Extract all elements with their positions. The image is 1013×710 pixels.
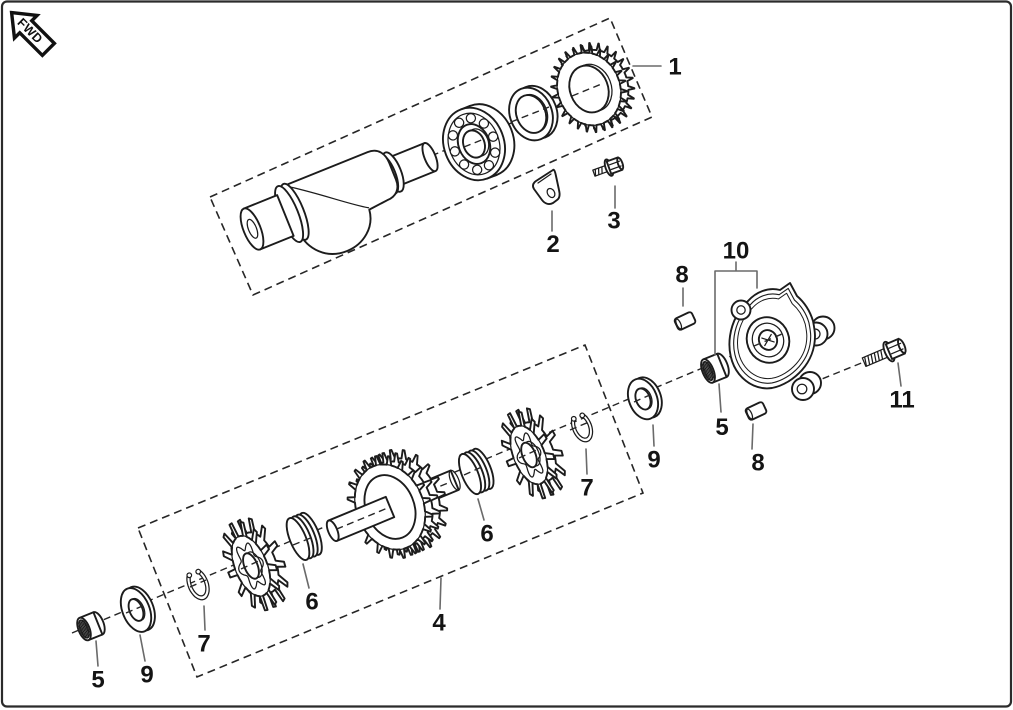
flange-bolt-large [861, 337, 907, 368]
leader-5-left [95, 640, 99, 667]
leader-11 [897, 362, 902, 387]
leader-7-left [203, 605, 206, 631]
callout-6-left: 6 [305, 589, 318, 616]
circlip-left [186, 568, 210, 601]
wave-spring-left [285, 511, 323, 561]
dowel-pin-bottom [744, 401, 768, 421]
leader-5-right [718, 383, 722, 413]
leader-7-right [585, 448, 588, 475]
callout-7-left: 7 [197, 631, 210, 658]
callout-5-left: 5 [91, 667, 104, 694]
flange-bolt-small [592, 156, 625, 177]
circlip-right [570, 412, 594, 443]
callout-11: 11 [889, 387, 914, 414]
stopper-plate [532, 168, 561, 205]
scissor-sprocket-left [222, 517, 289, 612]
balancer-shaft [239, 142, 439, 255]
ball-bearing [442, 103, 516, 182]
leader-8-bottom [751, 423, 754, 450]
callout-1: 1 [668, 54, 681, 81]
callout-9-right: 9 [647, 447, 660, 474]
callout-8-bottom: 8 [751, 450, 764, 477]
thrust-washer-left [119, 585, 156, 633]
callout-3: 3 [607, 208, 620, 235]
balancer-gear-assembly-box [136, 343, 645, 679]
fwd-badge: FWD [9, 10, 57, 58]
callout-9-left: 9 [140, 662, 153, 689]
callout-5-right: 5 [715, 414, 728, 441]
spacer-washer [508, 84, 559, 142]
callouts: 1 2 3 4 5 9 7 6 6 7 9 5 8 8 10 11 [91, 54, 914, 694]
balancer-shaft-assembly-box [208, 16, 654, 297]
needle-bearing-right [700, 352, 730, 384]
leader-10-bracket [714, 261, 758, 356]
wave-spring-right [457, 447, 495, 496]
leader-4 [439, 577, 442, 610]
balancer-drive-gear [325, 448, 461, 559]
leader-6-right [477, 498, 485, 521]
leader-6-left [302, 563, 310, 589]
callout-6-right: 6 [480, 521, 493, 548]
oil-pump-cover [728, 282, 836, 401]
leader-9-left [139, 634, 146, 662]
callout-4: 4 [432, 610, 446, 637]
dowel-pin-top [673, 311, 697, 331]
callout-10: 10 [723, 238, 750, 265]
scissor-sprocket-right [500, 407, 566, 500]
leader-9-right [652, 424, 655, 447]
callout-7-right: 7 [580, 475, 593, 502]
callout-8-top: 8 [675, 262, 688, 289]
axis-overlay [125, 82, 783, 614]
needle-bearing-left [76, 611, 106, 642]
thrust-washer-right [626, 376, 663, 421]
fwd-arrow-icon [9, 10, 57, 58]
callout-2: 2 [546, 231, 559, 258]
